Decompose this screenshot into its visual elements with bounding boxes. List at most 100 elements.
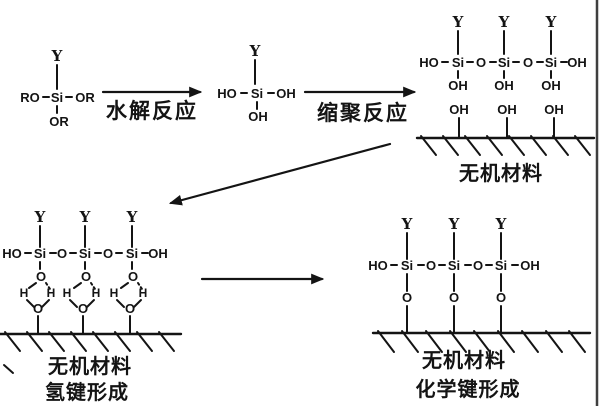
oh-label: OH [567,55,587,70]
hatch-line [574,135,591,156]
o-label: O [125,301,135,316]
hatch-line [136,331,153,352]
oh-label: OH [248,109,268,124]
silane-monomer: Y RO Si OR OR [20,47,95,129]
si-label: Si [495,258,507,273]
siloxane-oligomer: Y Y Y HO Si O Si O Si OH OH OH OH [419,13,587,93]
hatch-line [552,135,569,156]
bond [86,299,95,308]
hatch-line [92,331,109,352]
h-label: H [139,286,148,300]
condensation-arrow: 缩聚反应 [303,86,417,125]
oh-label: OH [276,86,296,101]
silanol-monomer: Y HO Si OH OH [217,42,296,124]
inorganic-material-caption: 无机材料 [459,161,543,185]
si-label: Si [452,55,464,70]
o-label: O [81,269,91,284]
h-label: H [20,286,29,300]
oh-label: OH [148,246,168,261]
o-label: O [426,258,436,273]
hatch-line [158,331,175,352]
si-label: Si [401,258,413,273]
oh-label: OH [494,78,514,93]
hatch-line [568,330,586,353]
h-label: H [110,286,119,300]
bond [116,299,125,308]
y-group-label: Y [249,42,261,60]
hatch-line [473,330,491,353]
hydrogen-bond-dotted [90,282,96,290]
h-label: H [92,286,101,300]
hydrogen-bond-caption: 氢键形成 [45,380,129,404]
si-label: Si [34,246,46,261]
hatch-line [508,135,525,156]
h-label: H [63,286,72,300]
covalent-bonded-structure: Y Y Y HO Si O Si O Si OH O O O [368,215,592,401]
hatch-line [464,135,481,156]
o-label: O [57,246,67,261]
inorganic-material-caption: 无机材料 [48,354,132,378]
or-label: OR [49,114,69,129]
o-label: O [449,290,459,305]
ro-label: RO [20,90,40,105]
hatch-line [521,330,539,353]
o-label: O [128,269,138,284]
y-group-label: Y [51,47,63,65]
si-label: Si [498,55,510,70]
hatch-line [425,330,443,353]
hydrogen-bond-dotted [137,282,143,290]
oh-label: OH [448,78,468,93]
bond [120,282,129,289]
o-label: O [496,290,506,305]
si-label: Si [448,258,460,273]
condensation-label: 缩聚反应 [317,101,409,125]
si-label: Si [251,86,263,101]
hatch-line [377,330,395,353]
si-label: Si [79,246,91,261]
y-group-label: Y [34,208,46,226]
o-label: O [33,301,43,316]
inorganic-surface-hydroxyl: OH OH OH 无机材料 [415,102,596,185]
bond [28,282,37,289]
oh-label: OH [520,258,540,273]
o-label: O [36,269,46,284]
o-label: O [473,258,483,273]
ho-label: HO [2,246,22,261]
inorganic-material-caption: 无机材料 [422,348,506,372]
hatch-line [497,330,515,353]
y-group-label: Y [79,208,91,226]
y-group-label: Y [498,13,510,31]
si-label: Si [51,90,63,105]
y-group-label: Y [448,215,460,233]
y-group-label: Y [495,215,507,233]
adsorption-arrow [168,142,392,206]
y-group-label: Y [452,13,464,31]
hydrogen-bond-ring: O H H O [20,261,55,334]
si-label: Si [126,246,138,261]
ho-label: HO [419,55,439,70]
hatch-line [4,331,21,352]
hatch-line [48,331,65,352]
o-label: O [476,55,486,70]
hatch-line [70,331,87,352]
ho-label: HO [368,258,388,273]
hydrogen-bonded-structure: Y Y Y HO Si O Si O Si OH O H H O [0,208,183,404]
hydrogen-bond-ring: O H H O [63,261,101,334]
arrow-line [168,142,392,206]
oh-label: OH [449,102,469,117]
or-label: OR [75,90,95,105]
bond [133,299,142,308]
o-label: O [103,246,113,261]
bond [73,282,82,289]
y-group-label: Y [401,215,413,233]
hydrogen-bond-dotted [45,282,51,290]
bond [69,299,78,308]
hatch-line [26,331,43,352]
ho-label: HO [217,86,237,101]
bond [41,299,50,308]
oh-label: OH [541,78,561,93]
hatch-line [442,135,459,156]
hatch-line [401,330,419,353]
scan-mark [3,364,14,374]
